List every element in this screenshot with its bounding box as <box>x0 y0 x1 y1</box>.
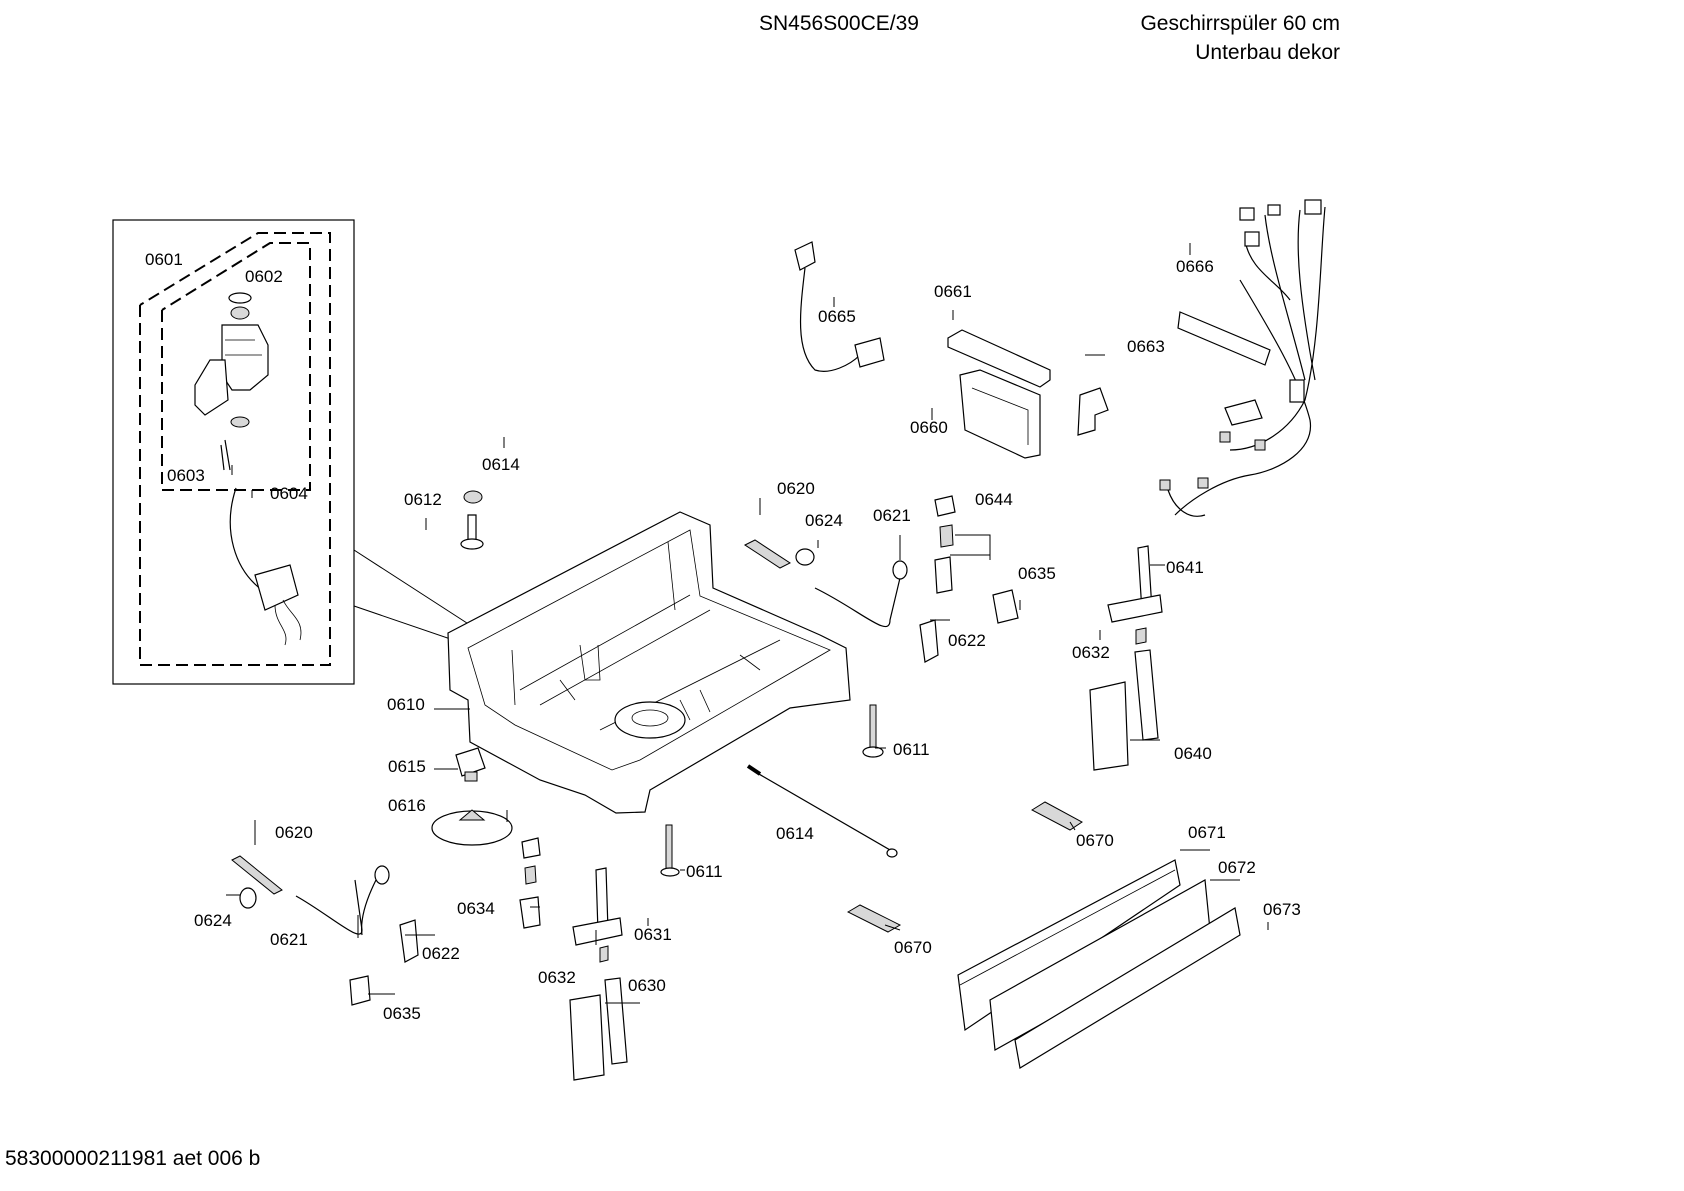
leader-lines <box>226 243 1269 1004</box>
label-0602: 0602 <box>245 267 283 286</box>
wiring-harness-0666 <box>1159 199 1326 517</box>
label-0624-upper: 0624 <box>805 511 843 530</box>
label-0601: 0601 <box>145 250 183 269</box>
clip-0615 <box>455 747 486 782</box>
adjustable-foot-0612 <box>460 490 484 550</box>
label-0666: 0666 <box>1176 257 1214 276</box>
appliance-title: Geschirrspüler 60 cm <box>1140 12 1340 35</box>
label-0673: 0673 <box>1263 900 1301 919</box>
bolt-0611-lower <box>660 824 680 877</box>
document-code: 58300000211981 aet 006 b <box>5 1147 261 1170</box>
label-0615: 0615 <box>388 757 426 776</box>
appliance-subtitle: Unterbau dekor <box>1195 41 1340 64</box>
label-0671: 0671 <box>1188 823 1226 842</box>
label-0665: 0665 <box>818 307 856 326</box>
cover-0661 <box>947 329 1051 388</box>
bolt-0611-upper <box>862 704 884 758</box>
sensor-cable-0621-upper <box>814 560 908 627</box>
clip-set-0644 <box>934 495 956 594</box>
label-0672: 0672 <box>1218 858 1256 877</box>
kickplate-clip-0670-lower <box>846 904 902 933</box>
label-0611-lower: 0611 <box>686 862 723 881</box>
label-0604: 0604 <box>270 484 308 503</box>
bracket-0635-lower <box>349 975 371 1006</box>
label-0616: 0616 <box>388 796 426 815</box>
hinge-part-0622-upper <box>919 619 939 663</box>
label-0612: 0612 <box>404 490 442 509</box>
label-0641: 0641 <box>1166 558 1204 577</box>
plate-0616 <box>431 809 513 846</box>
label-0621-upper: 0621 <box>873 506 911 525</box>
detail-box <box>112 219 471 685</box>
label-0603: 0603 <box>167 466 205 485</box>
label-0622-upper: 0622 <box>948 631 986 650</box>
plinth-panel-0673 <box>1014 907 1241 1069</box>
label-0614-lower: 0614 <box>776 824 814 843</box>
rod-0614-lower <box>746 764 898 858</box>
housing-0660 <box>959 369 1041 459</box>
water-inlet-valve <box>194 292 302 646</box>
holder-0634 <box>519 837 541 929</box>
label-0632-upper: 0632 <box>1072 643 1110 662</box>
strip-0620-upper <box>743 539 815 569</box>
power-cable-0665 <box>794 241 885 372</box>
label-0611-upper: 0611 <box>893 740 930 759</box>
label-0635-lower: 0635 <box>383 1004 421 1023</box>
label-0624-lower: 0624 <box>194 911 232 930</box>
label-0644: 0644 <box>975 490 1013 509</box>
label-0610: 0610 <box>387 695 425 714</box>
label-0640: 0640 <box>1174 744 1212 763</box>
label-0620-lower: 0620 <box>275 823 313 842</box>
hinge-part-0622-lower <box>399 919 419 963</box>
label-0660: 0660 <box>910 418 948 437</box>
label-0614-upper: 0614 <box>482 455 520 474</box>
label-0622-lower: 0622 <box>422 944 460 963</box>
label-0621-lower: 0621 <box>270 930 308 949</box>
label-0670-upper: 0670 <box>1076 831 1114 850</box>
label-0635-upper: 0635 <box>1018 564 1056 583</box>
model-number: SN456S00CE/39 <box>759 12 919 35</box>
label-0663: 0663 <box>1127 337 1165 356</box>
label-0632-lower: 0632 <box>538 968 576 987</box>
label-0630: 0630 <box>628 976 666 995</box>
label-0634: 0634 <box>457 899 495 918</box>
kickplate-clip-0670-upper <box>1030 801 1083 831</box>
hinge-assembly-lower <box>569 867 628 1081</box>
label-0631: 0631 <box>634 925 672 944</box>
bracket-0635-upper <box>992 589 1019 624</box>
label-0661: 0661 <box>934 282 972 301</box>
part-labels: 0601 0602 0603 0604 0610 0611 0611 0612 … <box>145 250 1301 1023</box>
label-0670-lower: 0670 <box>894 938 932 957</box>
label-0620-upper: 0620 <box>777 479 815 498</box>
sensor-cable-0621-lower <box>295 865 390 936</box>
strip-0620-lower <box>231 855 283 909</box>
hinge-assembly-upper <box>1089 545 1163 771</box>
base-tub <box>447 511 851 814</box>
switch-0663 <box>1077 387 1109 436</box>
